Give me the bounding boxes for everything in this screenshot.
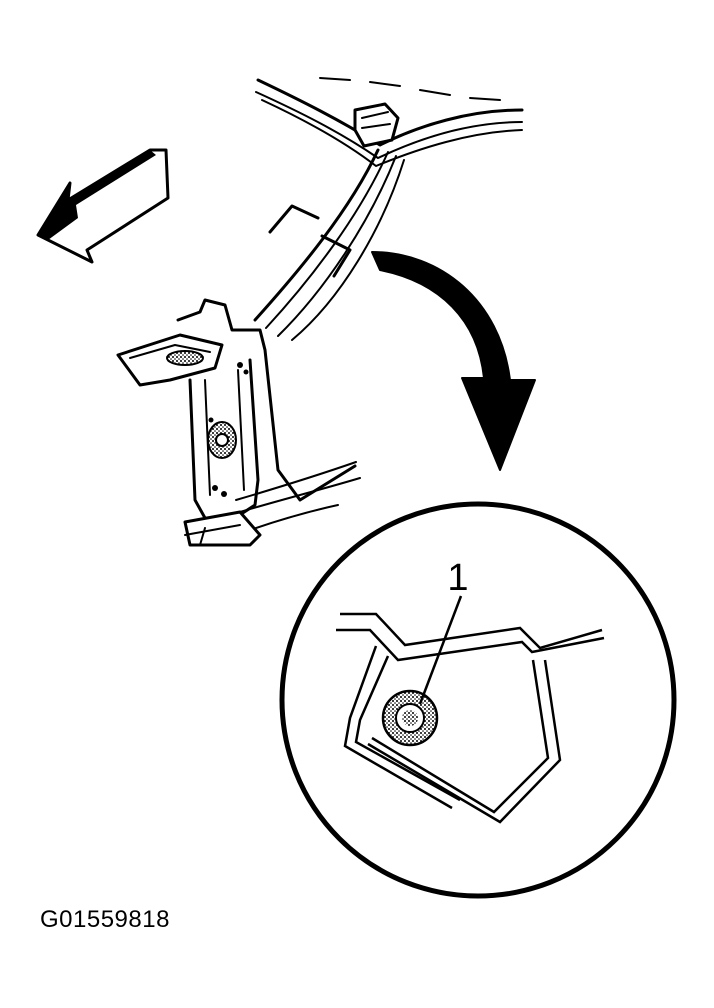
detail-view: 1 [279,501,677,899]
direction-arrow-icon [36,148,170,264]
figure-id: G01559818 [40,906,170,933]
callout-label: 1 [447,557,468,599]
zoom-arrow-icon [371,251,536,471]
callout-leader [418,595,463,705]
pillar-assembly [116,77,524,547]
